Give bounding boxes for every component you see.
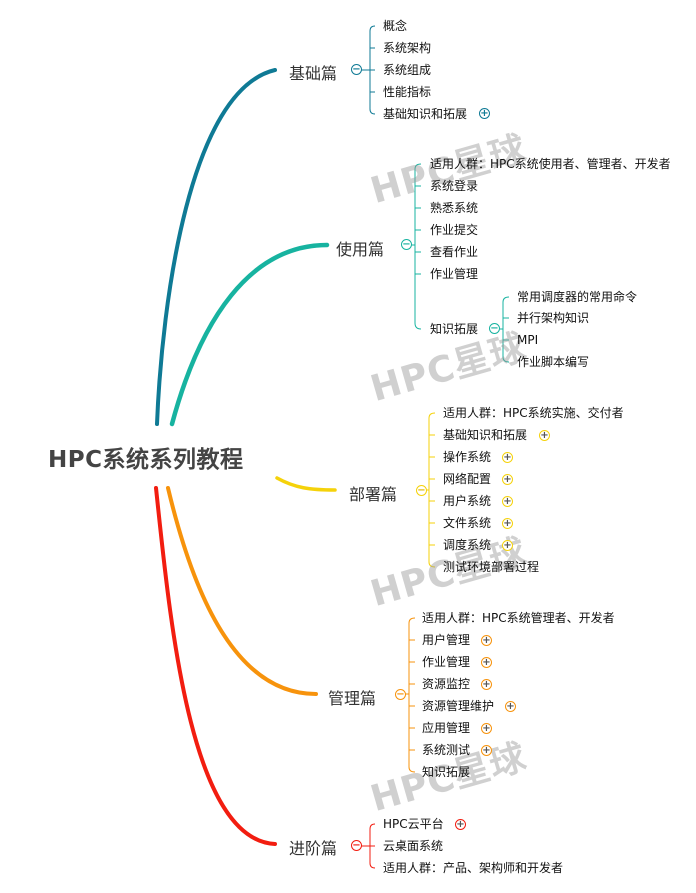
collapse-icon[interactable]: − <box>401 239 412 250</box>
collapse-icon[interactable]: − <box>351 840 362 851</box>
collapse-icon[interactable]: − <box>489 323 500 334</box>
topic-scheduling-system[interactable]: 调度系统 <box>443 538 492 552</box>
expand-icon[interactable]: + <box>479 108 490 119</box>
topic-network-config[interactable]: 网络配置 <box>443 472 492 486</box>
topic-system-architecture[interactable]: 系统架构 <box>383 41 432 55</box>
topic-job-management[interactable]: 作业管理 <box>422 655 471 669</box>
expand-icon[interactable]: + <box>481 723 492 734</box>
topic-file-system[interactable]: 文件系统 <box>443 516 492 530</box>
expand-icon[interactable]: + <box>539 430 550 441</box>
topic-basic-knowledge[interactable]: 基础知识和拓展 <box>443 428 528 442</box>
topic-user-management[interactable]: 用户管理 <box>422 633 471 647</box>
topic-application-management[interactable]: 应用管理 <box>422 721 471 735</box>
topic-hpc-cloud-platform[interactable]: HPC云平台 <box>383 817 444 831</box>
topic-knowledge-extension[interactable]: 知识拓展 <box>430 322 479 336</box>
expand-icon[interactable]: + <box>505 701 516 712</box>
root-topic[interactable]: HPC系统系列教程 <box>48 447 244 473</box>
topic-resource-monitoring[interactable]: 资源监控 <box>422 677 471 691</box>
expand-icon[interactable]: + <box>502 540 513 551</box>
branch-deploy[interactable]: 部署篇 <box>349 485 398 504</box>
topic-test-deployment[interactable]: 测试环境部署过程 <box>443 560 540 574</box>
topic-target-users[interactable]: 适用人群：HPC系统实施、交付者 <box>443 406 624 420</box>
topic-operating-system[interactable]: 操作系统 <box>443 450 492 464</box>
expand-icon[interactable]: + <box>481 635 492 646</box>
topic-resource-maintenance[interactable]: 资源管理维护 <box>422 699 495 713</box>
topic-target-users[interactable]: 适用人群：产品、架构师和开发者 <box>383 861 564 875</box>
topic-performance-metrics[interactable]: 性能指标 <box>383 85 432 99</box>
topic-job-management[interactable]: 作业管理 <box>430 267 479 281</box>
branch-manage[interactable]: 管理篇 <box>328 689 377 708</box>
topic-mpi[interactable]: MPI <box>517 333 539 347</box>
expand-icon[interactable]: + <box>455 819 466 830</box>
topic-job-submit[interactable]: 作业提交 <box>430 223 479 237</box>
expand-icon[interactable]: + <box>481 657 492 668</box>
expand-icon[interactable]: + <box>481 679 492 690</box>
topic-system-testing[interactable]: 系统测试 <box>422 743 471 757</box>
topic-basic-knowledge[interactable]: 基础知识和拓展 <box>383 107 468 121</box>
topic-target-users[interactable]: 适用人群：HPC系统管理者、开发者 <box>422 611 615 625</box>
branch-basics[interactable]: 基础篇 <box>289 64 338 83</box>
expand-icon[interactable]: + <box>502 474 513 485</box>
collapse-icon[interactable]: − <box>395 689 406 700</box>
topic-job-script[interactable]: 作业脚本编写 <box>517 355 590 369</box>
collapse-icon[interactable]: − <box>351 64 362 75</box>
branch-advanced[interactable]: 进阶篇 <box>289 839 338 858</box>
topic-view-jobs[interactable]: 查看作业 <box>430 245 479 259</box>
topic-scheduler-commands[interactable]: 常用调度器的常用命令 <box>517 290 638 304</box>
topic-system-login[interactable]: 系统登录 <box>430 179 479 193</box>
expand-icon[interactable]: + <box>502 452 513 463</box>
topic-cloud-desktop[interactable]: 云桌面系统 <box>383 839 444 853</box>
expand-icon[interactable]: + <box>502 518 513 529</box>
expand-icon[interactable]: + <box>502 496 513 507</box>
expand-icon[interactable]: + <box>481 745 492 756</box>
branch-usage[interactable]: 使用篇 <box>336 240 385 259</box>
topic-system-composition[interactable]: 系统组成 <box>383 63 432 77</box>
topic-familiarize-system[interactable]: 熟悉系统 <box>430 201 479 215</box>
topic-concept[interactable]: 概念 <box>383 19 408 33</box>
topic-target-users[interactable]: 适用人群：HPC系统使用者、管理者、开发者 <box>430 157 671 171</box>
collapse-icon[interactable]: − <box>416 485 427 496</box>
topic-parallel-architecture[interactable]: 并行架构知识 <box>517 311 590 325</box>
topic-knowledge-extension[interactable]: 知识拓展 <box>422 765 471 779</box>
topic-user-system[interactable]: 用户系统 <box>443 494 492 508</box>
